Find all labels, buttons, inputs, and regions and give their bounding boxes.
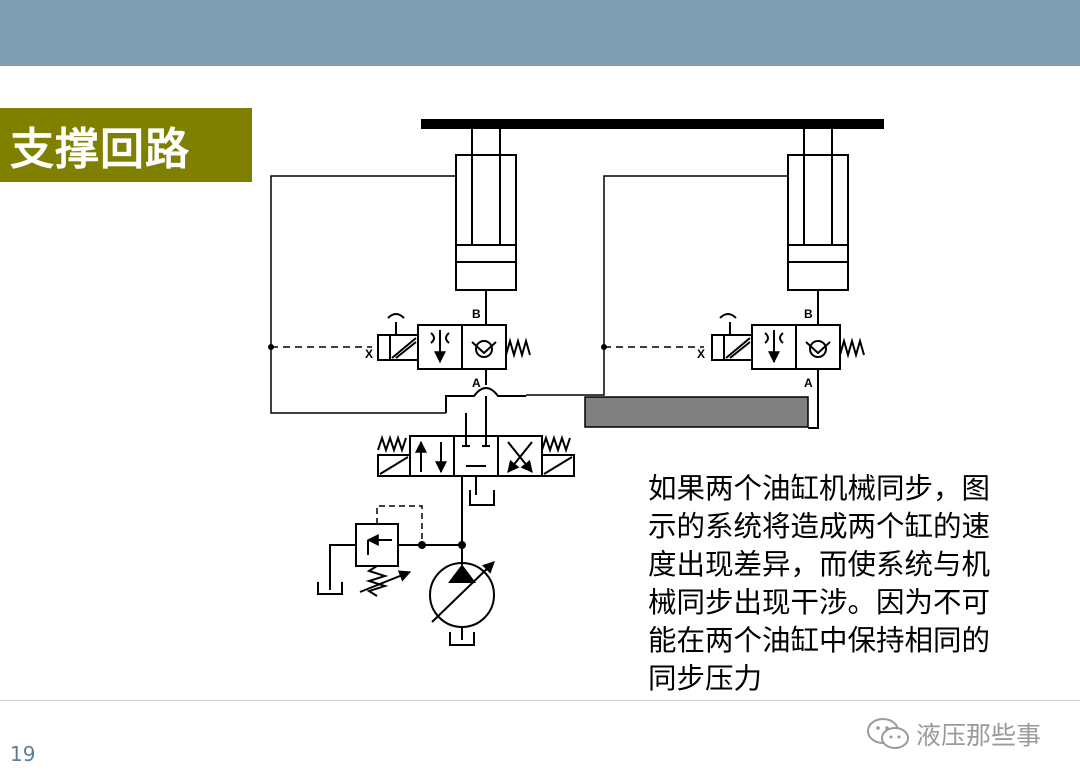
slide-title: 支撑回路: [10, 124, 190, 175]
watermark-text: 液压那些事: [916, 721, 1042, 750]
right-pilot-check-valve: [711, 290, 865, 370]
right-cylinder: [787, 129, 849, 291]
left-pilot-check-valve: [377, 290, 531, 385]
left-cylinder: [455, 129, 517, 291]
shaded-pipe: [584, 396, 809, 428]
slide-body-text: 如果两个油缸机械同步，图 示的系统将造成两个缸的速 度出现差异，而使系统与机 械…: [648, 470, 1048, 698]
left-port-a-label: A: [472, 376, 481, 390]
body-line: 度出现差异，而使系统与机: [648, 548, 991, 581]
body-line: 械同步出现干涉。因为不可: [648, 586, 991, 619]
body-line: 示的系统将造成两个缸的速: [648, 510, 991, 543]
watermark: 液压那些事: [866, 716, 1041, 752]
left-port-x-label: X: [365, 347, 373, 361]
slide-title-box: 支撑回路: [0, 108, 252, 182]
directional-control-valve: [377, 434, 575, 477]
header-band: [0, 0, 1080, 66]
right-port-x-label: X: [697, 347, 705, 361]
right-port-a-label: A: [804, 376, 813, 390]
footer-divider: [0, 700, 1080, 701]
pump-and-relief: [317, 476, 495, 646]
machine-beam: [421, 119, 884, 129]
page-number: 19: [10, 742, 36, 766]
body-line: 能在两个油缸中保持相同的: [648, 624, 991, 657]
right-port-b-label: B: [804, 307, 813, 321]
body-line: 同步压力: [648, 662, 763, 695]
wechat-icon: [867, 718, 909, 749]
body-line: 如果两个油缸机械同步，图: [648, 472, 991, 505]
supply-lines: [445, 369, 819, 436]
pilot-lines: [270, 175, 788, 414]
left-port-b-label: B: [472, 307, 481, 321]
